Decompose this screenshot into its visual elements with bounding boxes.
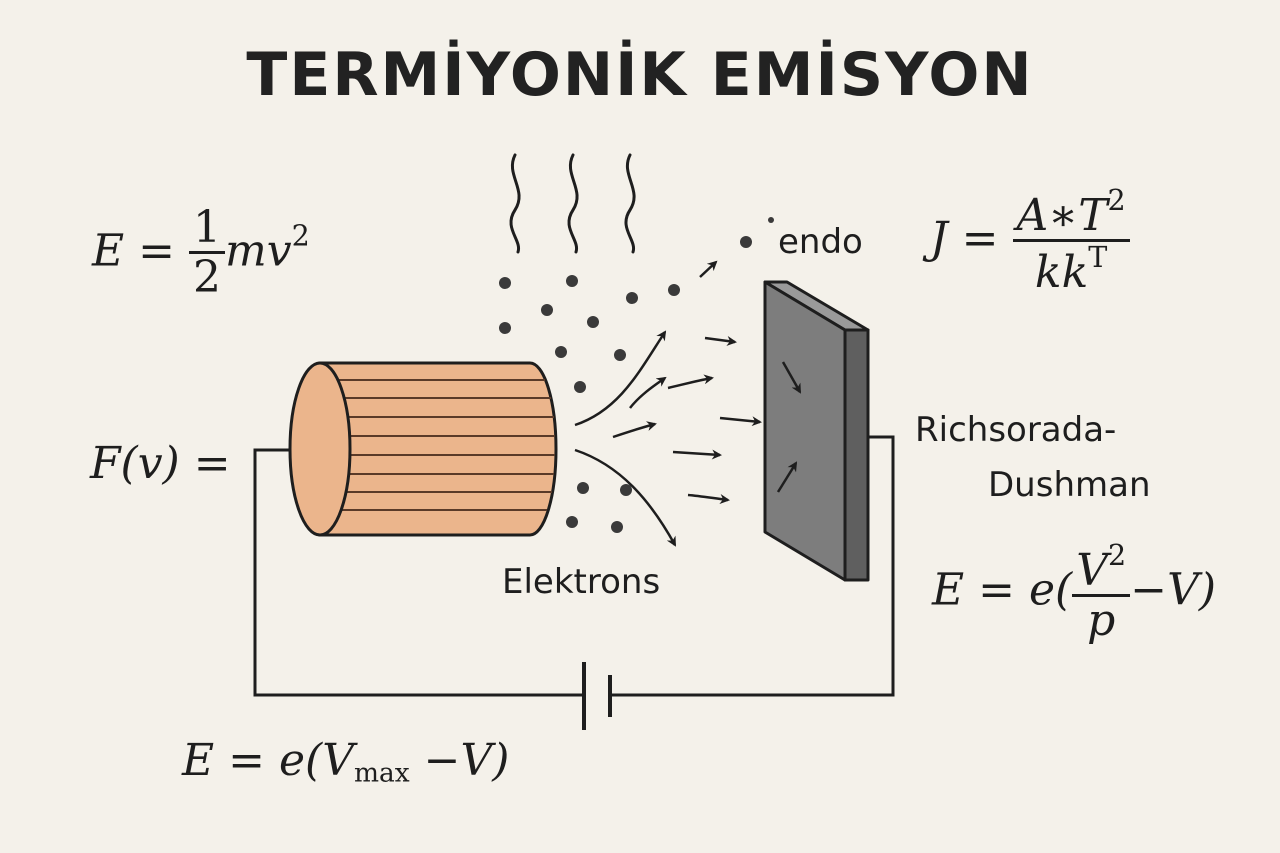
cathode-cylinder (288, 361, 558, 537)
distribution-equation: F(v) = (90, 438, 231, 489)
heat-wave-1 (509, 153, 521, 254)
endo-label: endo (778, 222, 863, 262)
heat-waves (509, 153, 636, 254)
anode-plate (763, 280, 870, 582)
electron-arrows (574, 260, 802, 547)
diagram-title: TERMİYONİK EMİSYON (246, 40, 1034, 110)
electrons-label: Elektrons (502, 562, 661, 602)
heat-wave-2 (567, 153, 579, 254)
richardson-label-line1: Richsorada- (915, 410, 1117, 450)
energy-max-equation: E = e(Vmax −V) (182, 735, 510, 789)
electrons (499, 217, 774, 533)
circuit-wire (253, 435, 895, 697)
richardson-label-line2: Dushman (988, 465, 1151, 505)
heat-wave-3 (624, 153, 636, 254)
battery-symbol (582, 662, 612, 730)
